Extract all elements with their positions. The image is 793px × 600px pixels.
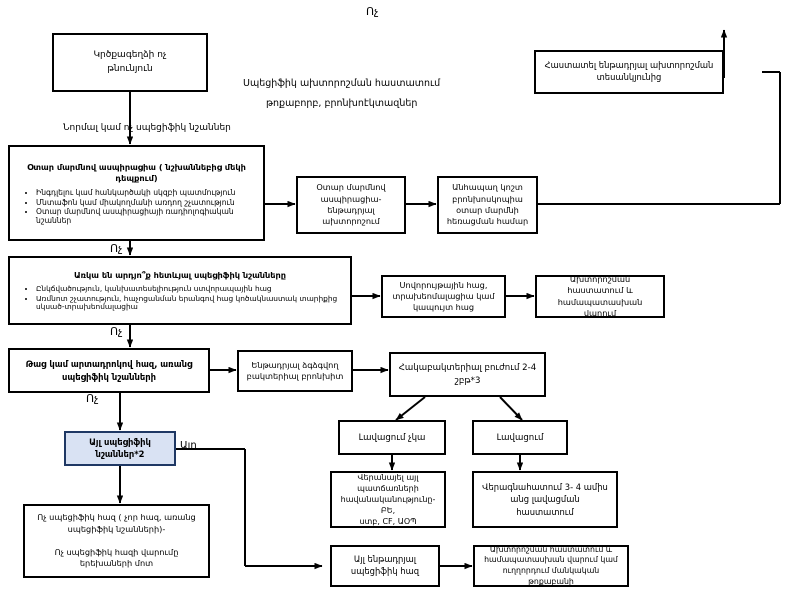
list-item: Ընկճվածություն, կանխատեսելիություն ստվոր…	[36, 285, 344, 294]
node-chest-tumor-history[interactable]: Կրծքագեղձի ոչ թնունյուն	[52, 33, 208, 92]
node-antibacterial-treatment[interactable]: Հակաբակտերիալ բուժում 2-4 շբթ*3	[389, 352, 546, 397]
node-bullet-list: Ընկճվածություն, կանխատեսելիություն ստվոր…	[14, 284, 346, 312]
label-top-no: Ոչ	[366, 5, 379, 18]
label-specific-diagnosis-line2: թոքաբորբ, բրոնխոէկտազներ	[266, 98, 418, 109]
node-urgent-rigid-bronchoscopy[interactable]: Անհապաղ կոշտ բրոնխոսկոպիա օտար մարմնի հե…	[437, 176, 538, 234]
node-title: Առկա են արդյո՞ք հետևյալ սպեցիֆիկ նշաններ…	[73, 269, 287, 280]
label-no-after-specific-signs: Ոչ	[110, 325, 123, 338]
label-no-after-wet-cough: Ոչ	[86, 392, 99, 405]
label-normal-or-nonspecific-signs: Նորմալ կամ ոչ սպեցիֆիկ նշաններ	[63, 123, 231, 133]
list-item: Օտար մարմնով ասպիրացիայի ռադիոլոգիական ն…	[36, 207, 257, 225]
label-specific-diagnosis-line1: Սպեցիֆիկ ախտորոշման հաստատում	[243, 78, 441, 89]
node-confirm-diagnosis-manage-1[interactable]: Ախտորոշման հաստատում և համապատասխան վարո…	[535, 274, 665, 318]
node-improvement[interactable]: Լավացում	[472, 420, 568, 455]
node-wet-productive-cough[interactable]: Թաց կամ արտադրոկով հազ, առանց սպեցիֆիկ ն…	[8, 348, 210, 393]
node-bullet-list: Ինգդլելու կամ հանկարծակի սկզբի պատմությո…	[14, 188, 259, 226]
list-item: Առմնոտ շչատություն, հաչոցանման երանգով հ…	[36, 294, 344, 312]
node-reassess-3-4-months[interactable]: Վերագնահատում 3- 4 ամիս անց լավացման հաս…	[472, 471, 618, 528]
node-confirm-suspected-diagnosis[interactable]: Հաստատել ենթադրյալ ախտորոշման տեսանկյուն…	[534, 50, 724, 94]
node-specific-signs-present[interactable]: Առկա են արդյո՞ք հետևյալ սպեցիֆիկ նշաններ…	[8, 256, 352, 325]
node-confirm-diagnosis-manage-2[interactable]: Ախտորոշման հաստատում և համապատասխան վարո…	[473, 545, 629, 587]
node-nonspecific-cough-management[interactable]: Ոչ սպեցիֆիկ հազ ( չոր հազ, առանց սպեցիֆի…	[23, 504, 210, 578]
node-other-suspected-specific-cough[interactable]: Այլ ենթադրյալ սպեցիֆիկ հազ	[330, 545, 440, 587]
node-protracted-bacterial-bronchitis[interactable]: Ենթադրյալ ձգձգվող բակտերիալ բրոնխիտ	[237, 350, 353, 392]
label-no-after-aspiration: Ոչ	[110, 242, 123, 255]
node-review-other-causes[interactable]: Վերանայել այլ պատճառների հավանականությու…	[330, 471, 446, 528]
label-yes-branch: Այո	[180, 440, 197, 451]
node-habitual-cough-tracheomalacia[interactable]: Սովորույթային հաց, տրախեոմալացիա կամ կապ…	[381, 275, 506, 318]
list-item: Մնտաֆոն կամ միակողմանի առդող շչատություն	[36, 198, 257, 208]
node-title: Օտար մարմնով ասպիրացիա ( նշխաննեբից մեկի…	[27, 161, 246, 183]
node-other-specific-signs-decision[interactable]: Այլ սպեցիֆիկ նշաններ*2	[64, 431, 176, 466]
list-item: Ինգդլելու կամ հանկարծակի սկզբի պատմությո…	[36, 189, 257, 198]
node-foreign-body-aspiration-criteria[interactable]: Օտար մարմնով ասպիրացիա ( նշխաննեբից մեկի…	[8, 145, 265, 241]
node-foreign-body-suspected-diagnosis[interactable]: Օտար մարմնով ասպիրացիա- ենթադրյալ ախտորո…	[296, 176, 406, 234]
node-no-improvement[interactable]: Լավացում չկա	[338, 420, 446, 455]
